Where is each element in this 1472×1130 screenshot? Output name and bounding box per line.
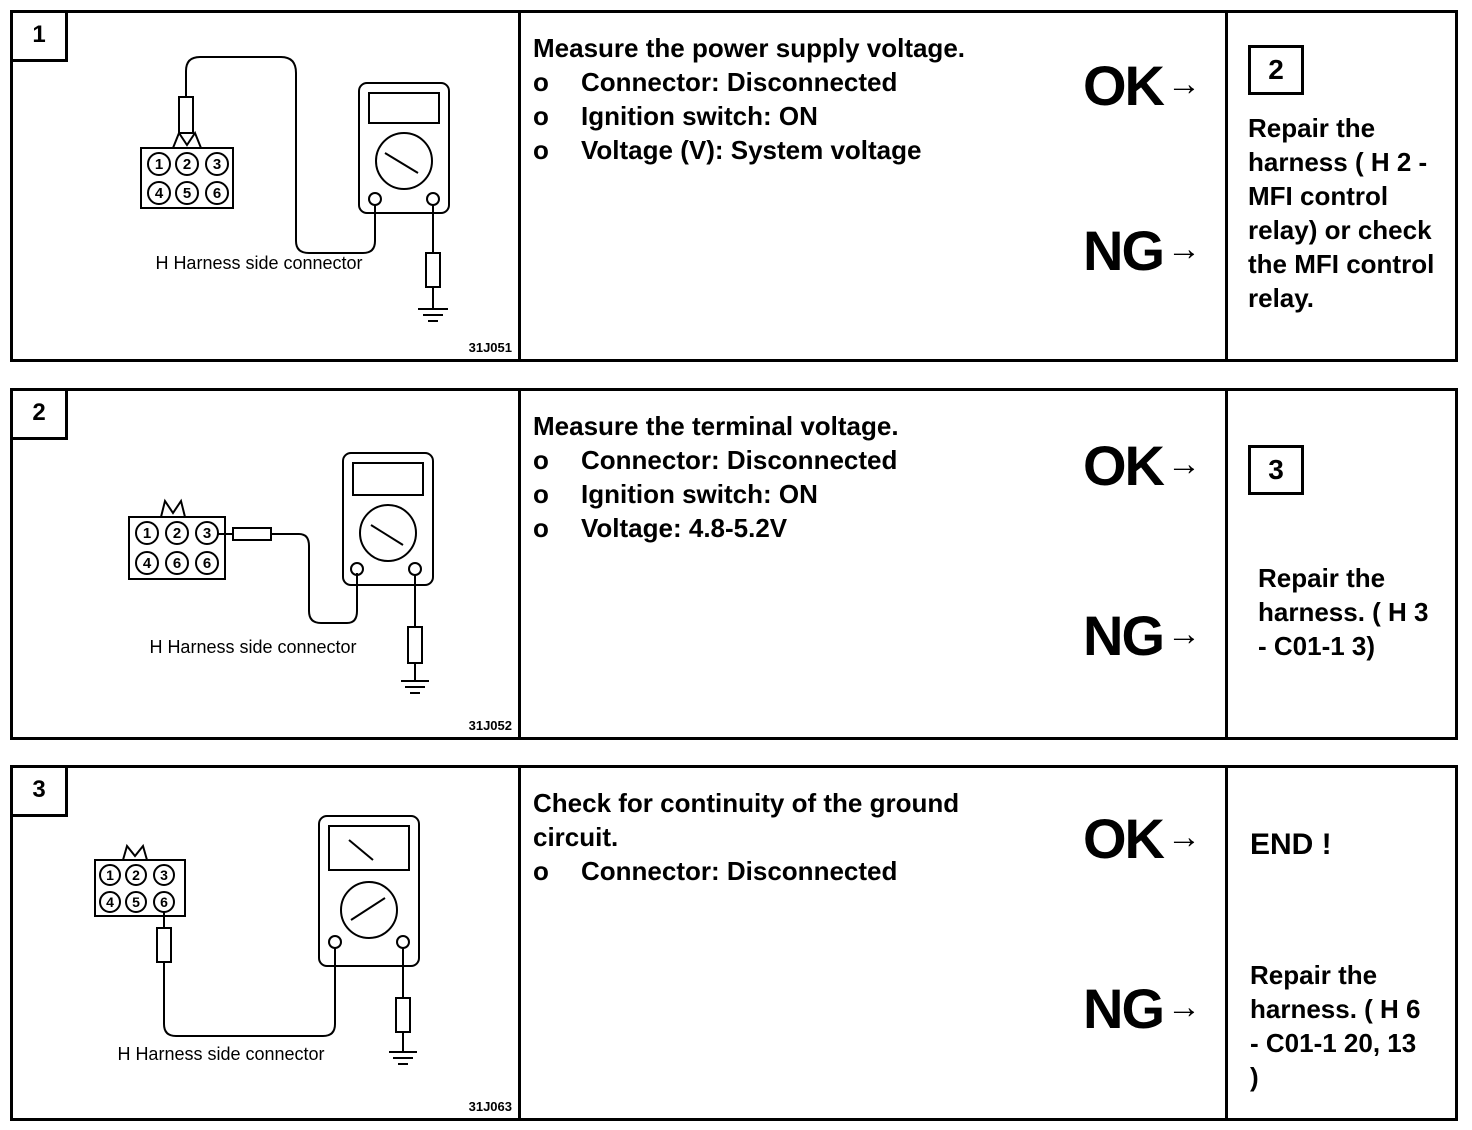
pin-label: 3 — [213, 156, 221, 173]
ng-result: Repair the harness. ( H 3 - C01-1 3) — [1258, 563, 1429, 661]
step-number: 3 — [13, 768, 68, 817]
result-column: END ! Repair the harness. ( H 6 - C01-1 … — [1225, 768, 1455, 1118]
step-number: 2 — [13, 391, 68, 440]
ng-result: Repair the harness. ( H 6 - C01-1 20, 13… — [1250, 960, 1421, 1092]
pin-label: 6 — [173, 555, 181, 572]
pin-label: 3 — [203, 525, 211, 542]
step-3-figure: 1 2 3 4 5 6 H Harness side connector 3 3… — [13, 768, 521, 1118]
step-1: 1 2 3 4 5 6 H Harness side connector 1 3… — [10, 10, 1458, 362]
step-title: Measure the terminal voltage. — [533, 411, 899, 441]
arrow-right-icon: → — [1167, 65, 1201, 103]
pin-label: 1 — [106, 867, 114, 883]
ok-label: OK→ — [1083, 434, 1201, 497]
ng-result: Repair the harness ( H 2 - MFI control r… — [1248, 113, 1435, 313]
ng-label: NG→ — [1083, 219, 1201, 282]
figure-id: 31J063 — [468, 1099, 512, 1114]
step-1-figure: 1 2 3 4 5 6 H Harness side connector 1 3… — [13, 13, 521, 359]
ok-label: OK→ — [1083, 54, 1201, 117]
next-step-box[interactable]: 3 — [1248, 445, 1304, 495]
pin-label: 3 — [160, 867, 168, 883]
pin-label: 5 — [132, 894, 140, 910]
meter-diagram: 1 2 3 4 5 6 H Harness side connector — [140, 56, 450, 322]
figure-id: 31J052 — [468, 718, 512, 733]
meter-diagram: 1 2 3 4 6 6 H Harness side connector — [128, 452, 434, 694]
next-step-box[interactable]: 2 — [1248, 45, 1304, 95]
step-description: Check for continuity of the ground circu… — [533, 786, 963, 888]
pin-label: 6 — [203, 555, 211, 572]
step-3: 1 2 3 4 5 6 H Harness side connector 3 3… — [10, 765, 1458, 1121]
figure-caption: H Harness side connector — [149, 637, 356, 657]
figure-caption: H Harness side connector — [155, 253, 362, 273]
pin-label: 4 — [155, 185, 164, 202]
step-2-figure: 1 2 3 4 6 6 H Harness side connector 2 3… — [13, 391, 521, 737]
ok-label: OK→ — [1083, 807, 1201, 870]
figure-caption: H Harness side connector — [117, 1044, 324, 1064]
result-column: 3 Repair the harness. ( H 3 - C01-1 3) — [1225, 391, 1455, 737]
pin-label: 5 — [183, 185, 191, 202]
pin-label: 1 — [155, 156, 163, 173]
pin-label: 1 — [143, 525, 151, 542]
result-column: 2 Repair the harness ( H 2 - MFI control… — [1225, 13, 1455, 359]
pin-label: 2 — [183, 156, 191, 173]
figure-id: 31J051 — [468, 340, 512, 355]
ok-result-end: END ! — [1250, 828, 1332, 861]
ng-label: NG→ — [1083, 604, 1201, 667]
arrow-right-icon: → — [1167, 615, 1201, 653]
meter-diagram: 1 2 3 4 5 6 H Harness side connector — [94, 815, 420, 1065]
pin-label: 6 — [213, 185, 221, 202]
step-title: Measure the power supply voltage. — [533, 33, 965, 63]
arrow-right-icon: → — [1167, 445, 1201, 483]
step-2: 1 2 3 4 6 6 H Harness side connector 2 3… — [10, 388, 1458, 740]
arrow-right-icon: → — [1167, 818, 1201, 856]
pin-label: 6 — [160, 894, 168, 910]
pin-label: 4 — [143, 555, 152, 572]
pin-label: 4 — [106, 894, 114, 910]
pin-label: 2 — [132, 867, 140, 883]
arrow-right-icon: → — [1167, 988, 1201, 1026]
step-number: 1 — [13, 13, 68, 62]
pin-label: 2 — [173, 525, 181, 542]
step-title: Check for continuity of the ground circu… — [533, 788, 960, 852]
ng-label: NG→ — [1083, 977, 1201, 1040]
arrow-right-icon: → — [1167, 230, 1201, 268]
